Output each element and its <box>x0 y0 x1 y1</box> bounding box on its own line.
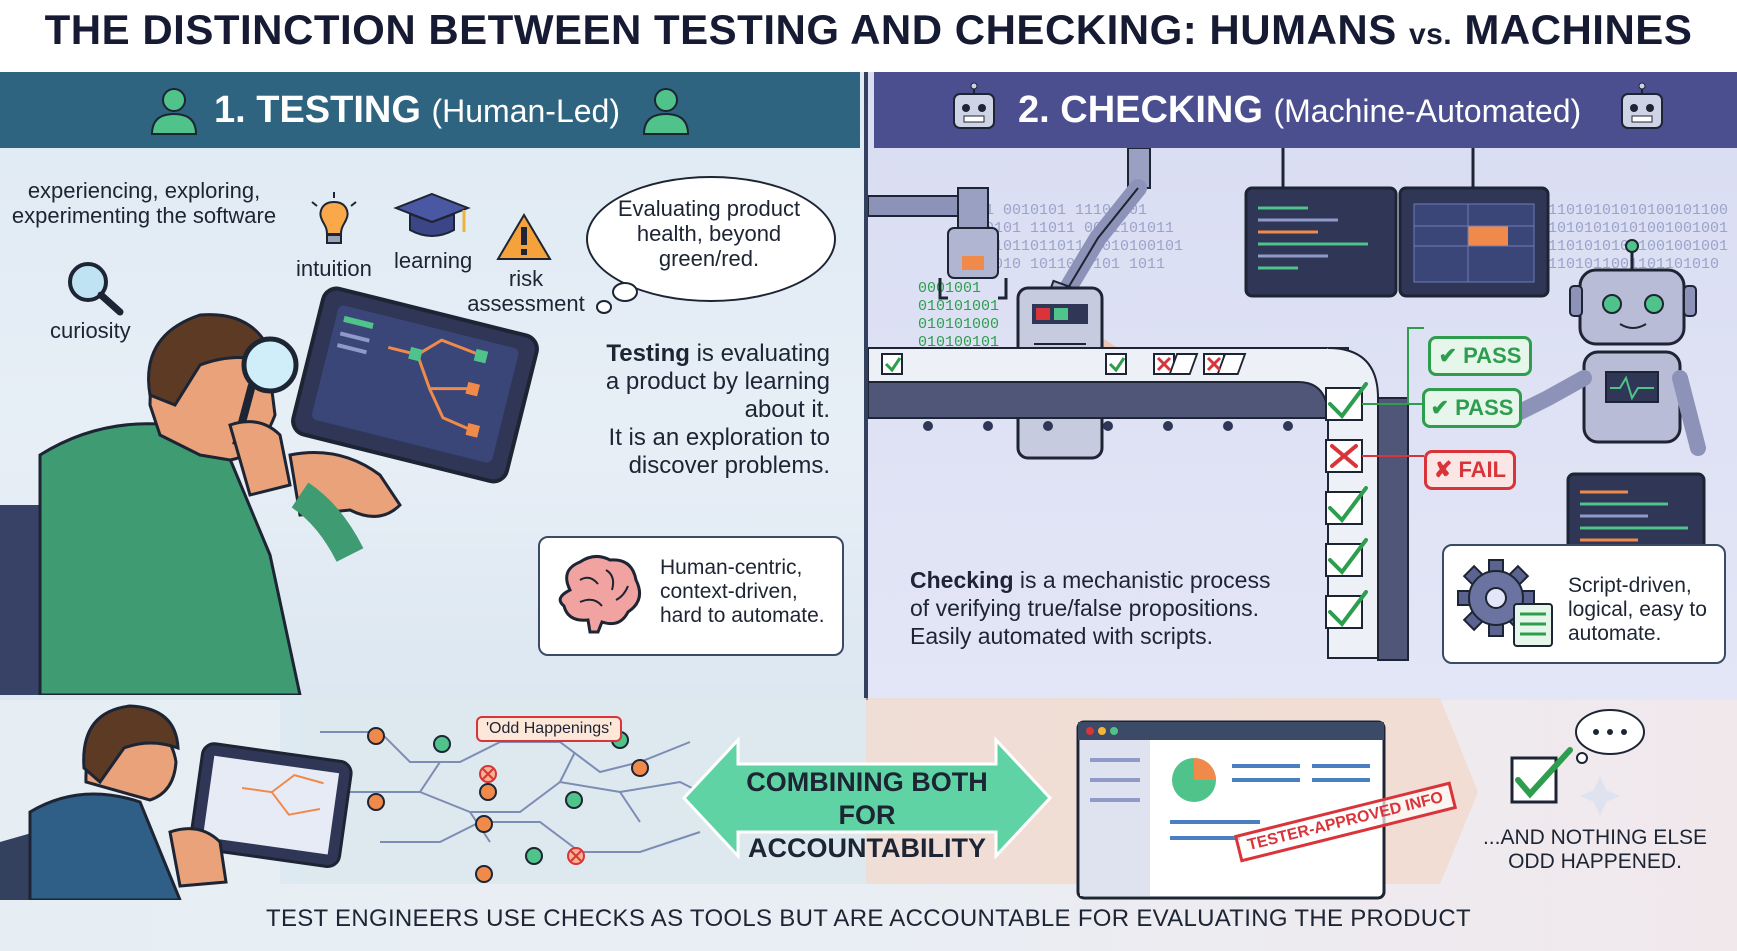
testing-definition-line: about it. <box>744 396 830 423</box>
pass-label: PASS <box>1455 395 1514 420</box>
binary-line: 1001010 1011010101 1011 <box>958 256 1166 273</box>
binary-line: 010101000 <box>918 316 1000 333</box>
testing-definition-line: is evaluating <box>689 340 830 367</box>
learning-label: learning <box>394 248 473 273</box>
tester-illustration <box>0 286 539 695</box>
testing-definition-line: It is an exploration to <box>608 424 830 451</box>
testing-definition-term: Testing <box>606 340 690 367</box>
intuition-label: intuition <box>296 256 372 281</box>
pass-badge: ✔ PASS <box>1422 388 1522 428</box>
testing-header-subtitle: (Human-Led) <box>431 93 620 129</box>
testing-definition: Testing is evaluating a product by learn… <box>560 340 830 480</box>
automation-line-illustration <box>868 148 1706 661</box>
checking-header: 2. CHECKING (Machine-Automated) <box>874 72 1737 148</box>
odd-happenings-tag: 'Odd Happenings' <box>476 716 623 742</box>
combining-arrow <box>681 736 1053 860</box>
panel-divider <box>864 72 868 700</box>
testing-definition-line: discover problems. <box>628 452 830 479</box>
binary-line: 010100101 <box>918 334 1000 351</box>
binary-line: 010101001 <box>918 298 1000 315</box>
checking-definition: Checking is a mechanistic process of ver… <box>910 566 1310 650</box>
nothing-else-odd-text: ...AND NOTHING ELSE ODD HAPPENED. <box>1482 826 1708 873</box>
testing-definition-line: a product by learning <box>605 368 830 395</box>
pass-label: PASS <box>1463 343 1522 368</box>
binary-block: 1011 0010101 11101001 0100101 11011 0011… <box>958 202 1183 274</box>
checking-definition-line: of verifying true/false propositions. <box>910 595 1260 621</box>
brain-icon <box>558 555 642 634</box>
check-icon: ✔ <box>1438 343 1458 368</box>
checking-definition-term: Checking <box>910 567 1014 593</box>
human-centric-text: Human-centric, context-driven, hard to a… <box>660 556 825 627</box>
gear-icon <box>1457 559 1553 647</box>
binary-line: 11010101010100101100 <box>1548 202 1729 219</box>
checking-definition-line: Easily automated with scripts. <box>910 623 1213 649</box>
person-icon <box>642 88 690 135</box>
thought-dot <box>596 300 612 314</box>
binary-line: 0001101101101110010100101 <box>958 238 1184 255</box>
check-icon: ✔ <box>1430 395 1450 420</box>
magnifier-icon <box>68 262 124 316</box>
checking-header-subtitle: (Machine-Automated) <box>1273 93 1582 129</box>
title-vs: vs. <box>1408 18 1453 51</box>
person-icon <box>150 88 198 135</box>
thought-bubble <box>586 176 836 302</box>
curiosity-label: curiosity <box>50 318 131 343</box>
warning-icon <box>496 213 552 260</box>
thought-bubble-text: Evaluating product health, beyond green/… <box>617 196 801 271</box>
checking-header-title: 2. CHECKING <box>1018 89 1263 131</box>
checking-definition-line: is a mechanistic process <box>1013 567 1271 593</box>
robot-icon <box>1621 82 1663 129</box>
pass-badge: ✔ PASS <box>1428 336 1532 376</box>
page-title: THE DISTINCTION BETWEEN TESTING AND CHEC… <box>0 0 1737 66</box>
thought-dot <box>612 282 638 302</box>
binary-line: 0001001 <box>918 280 982 297</box>
cross-icon: ✘ <box>1433 457 1453 482</box>
experiencing-label: experiencing, exploring, experimenting t… <box>11 178 277 228</box>
combining-arrow-label: COMBINING BOTH FOR ACCOUNTABILITY <box>746 767 988 863</box>
title-part2: MACHINES <box>1464 6 1693 53</box>
script-driven-text: Script-driven, logical, easy to automate… <box>1568 574 1707 645</box>
lightbulb-icon <box>311 192 357 244</box>
fail-badge: ✘ FAIL <box>1424 450 1516 490</box>
fail-label: FAIL <box>1458 457 1507 482</box>
binary-line: 1011 0010101 11101001 <box>958 202 1148 219</box>
binary-line: 1101011001101101010 <box>1548 256 1720 273</box>
title-part1: THE DISTINCTION BETWEEN TESTING AND CHEC… <box>44 6 1397 53</box>
testing-header: 1. TESTING (Human-Led) <box>0 72 860 148</box>
risk-assessment-label: risk assessment <box>467 266 585 316</box>
robot-icon <box>953 82 995 129</box>
binary-line: 10101010101001001001 <box>1548 220 1729 237</box>
testing-header-title: 1. TESTING <box>214 89 421 131</box>
footer-caption: TEST ENGINEERS USE CHECKS AS TOOLS BUT A… <box>265 905 1471 932</box>
graduation-cap-icon <box>393 192 471 237</box>
